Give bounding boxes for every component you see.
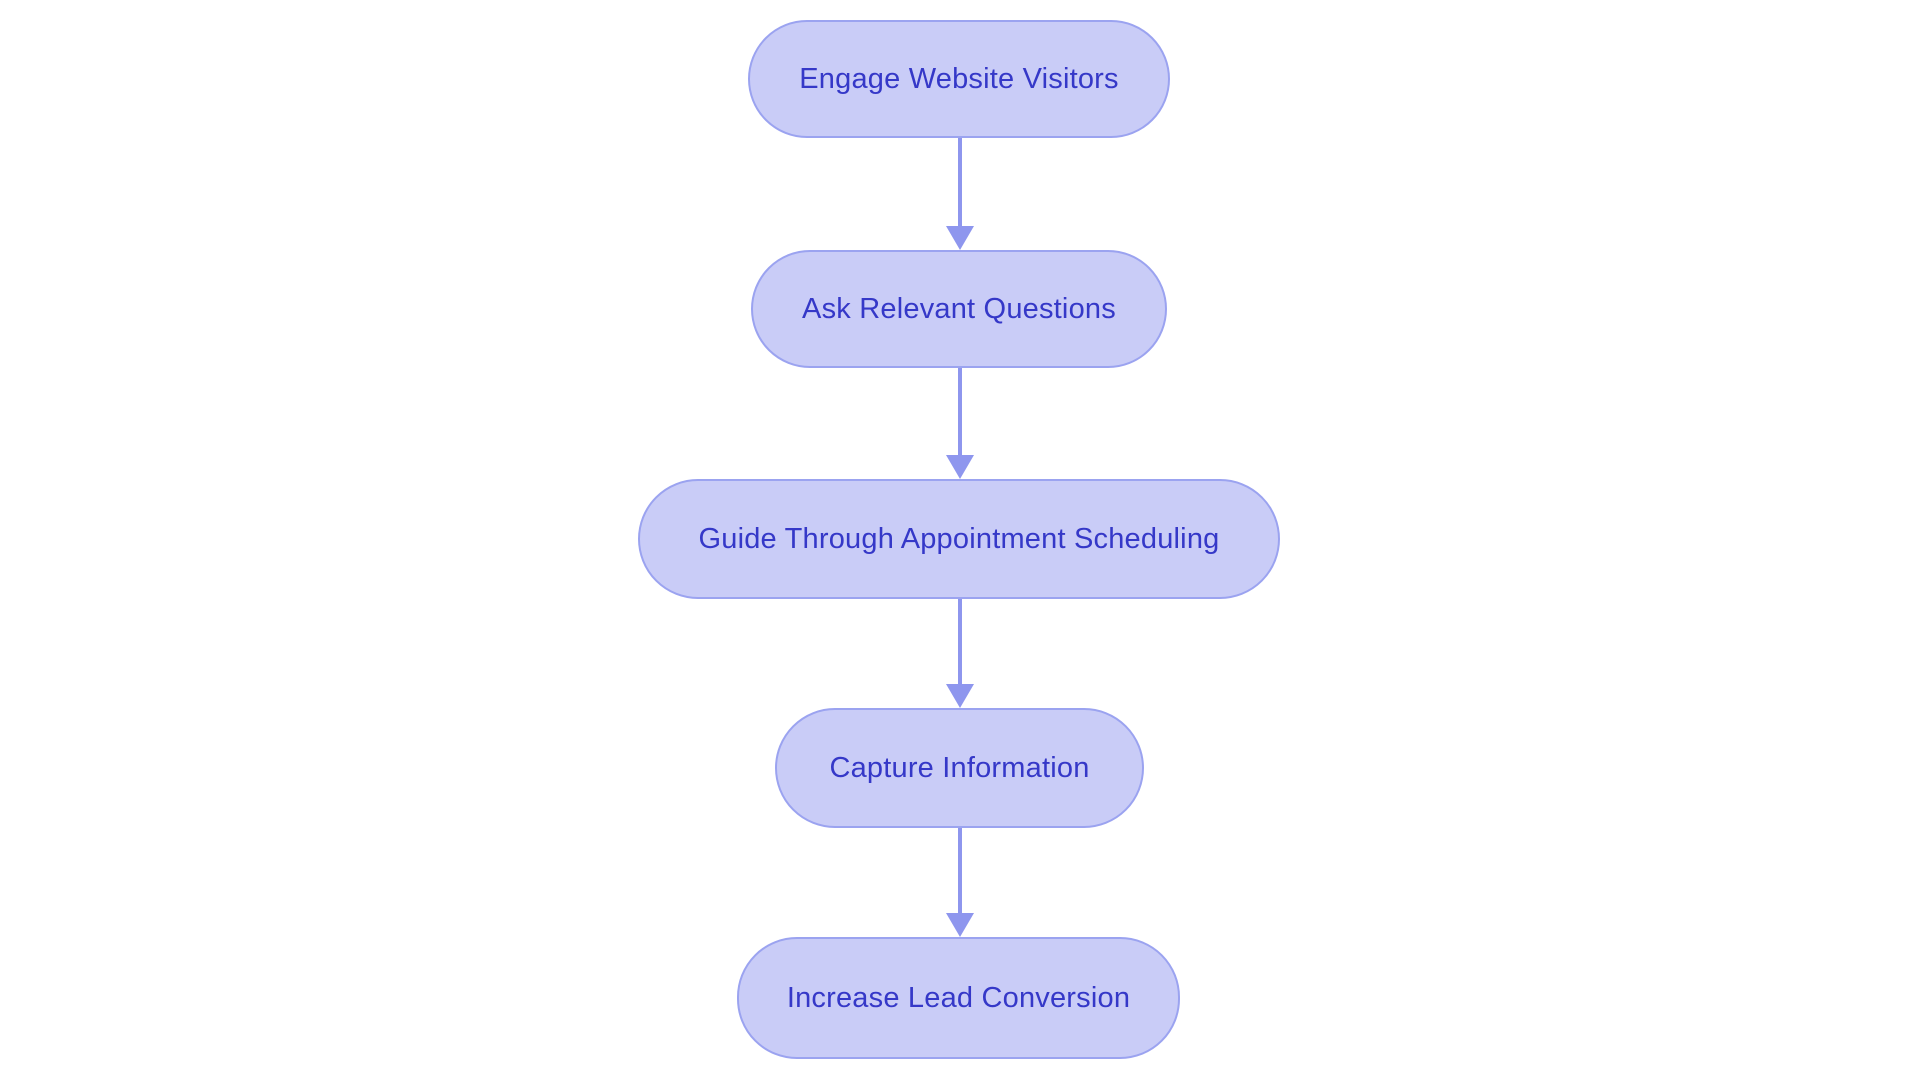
arrow-down-connector <box>946 138 974 250</box>
flow-node-guide-through-appointment-scheduling: Guide Through Appointment Scheduling <box>638 479 1280 599</box>
flow-node-ask-relevant-questions: Ask Relevant Questions <box>751 250 1167 368</box>
flow-node-label: Ask Relevant Questions <box>802 292 1116 325</box>
arrow-down-connector <box>946 368 974 479</box>
flow-node-label: Engage Website Visitors <box>799 62 1119 95</box>
flow-node-capture-information: Capture Information <box>775 708 1144 828</box>
flow-node-label: Guide Through Appointment Scheduling <box>698 522 1220 555</box>
flow-node-engage-website-visitors: Engage Website Visitors <box>748 20 1170 138</box>
arrow-down-connector <box>946 828 974 937</box>
flow-node-label: Increase Lead Conversion <box>786 981 1131 1014</box>
flow-node-label: Capture Information <box>829 751 1090 784</box>
arrow-down-connector <box>946 599 974 708</box>
flow-node-increase-lead-conversion: Increase Lead Conversion <box>737 937 1180 1059</box>
